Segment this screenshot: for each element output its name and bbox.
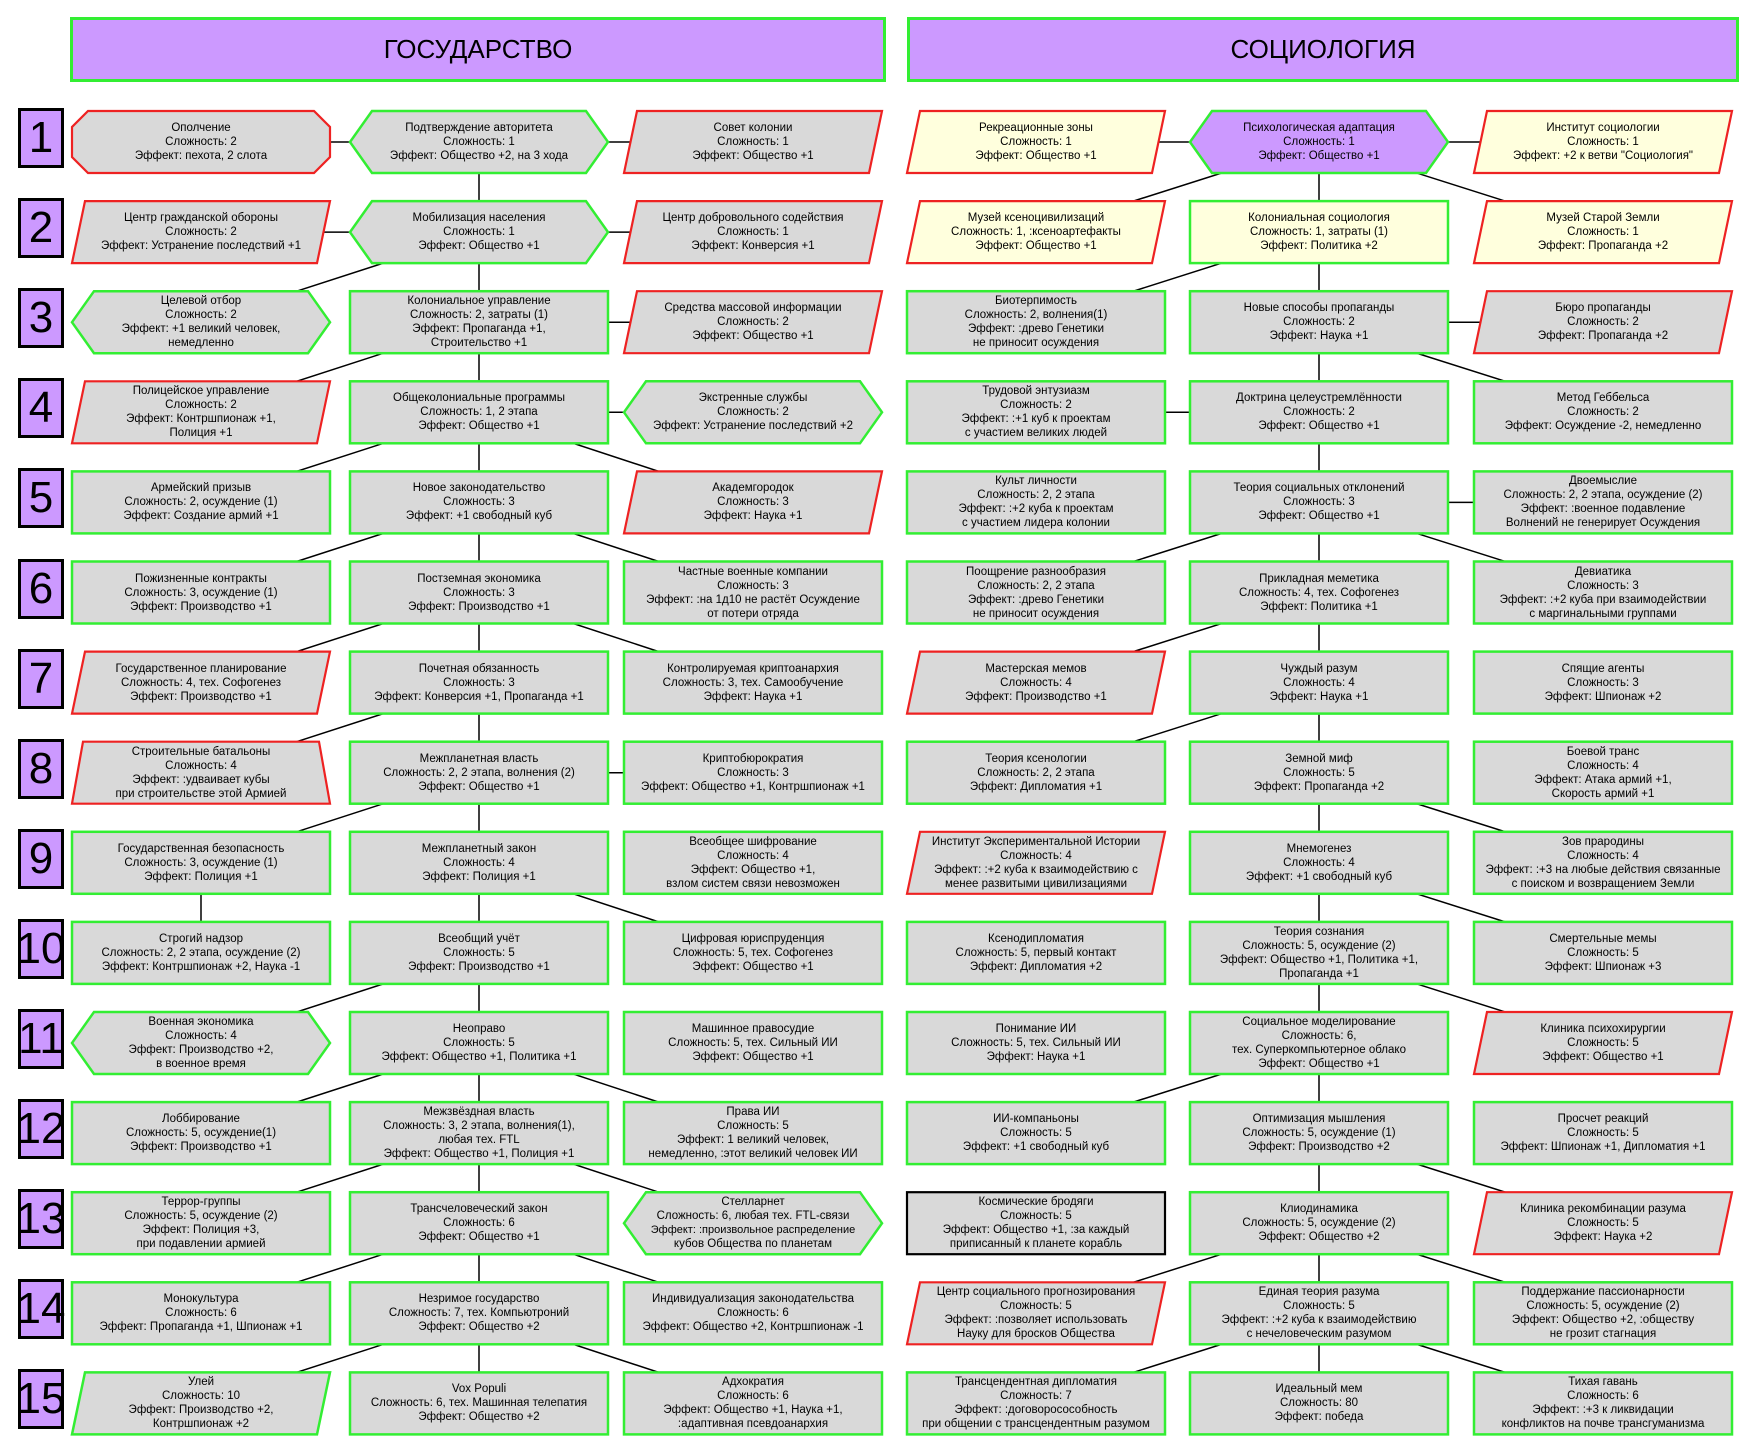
tech-node-shape[interactable]: [1472, 200, 1734, 265]
tech-node-shape[interactable]: [348, 470, 610, 535]
tech-node-shape[interactable]: [905, 289, 1167, 355]
tech-node-shape[interactable]: [1472, 1010, 1734, 1076]
tech-node-shape[interactable]: [1472, 740, 1734, 805]
tech-node-shape[interactable]: [1188, 1010, 1450, 1076]
tech-node-shape[interactable]: [348, 650, 610, 715]
tech-node-shape[interactable]: [70, 650, 332, 715]
tech-node-shape[interactable]: [70, 1281, 332, 1346]
tech-node-shape[interactable]: [622, 830, 884, 896]
tech-node-shape[interactable]: [1472, 1281, 1734, 1346]
tech-node-shape[interactable]: [905, 380, 1167, 445]
tech-node-shape[interactable]: [1188, 199, 1450, 265]
tech-node-shape[interactable]: [70, 470, 332, 535]
tech-node-shape[interactable]: [905, 1010, 1167, 1076]
tech-node-shape[interactable]: [1188, 109, 1450, 175]
tech-node-shape[interactable]: [905, 920, 1167, 986]
tech-node-shape[interactable]: [1472, 830, 1734, 896]
tech-node-shape[interactable]: [905, 650, 1167, 715]
tech-node-shape[interactable]: [622, 650, 884, 715]
tech-node-shape[interactable]: [1188, 1100, 1450, 1166]
tech-node-shape[interactable]: [70, 1010, 332, 1076]
tech-node-shape[interactable]: [1472, 109, 1734, 175]
tech-node-shape[interactable]: [348, 1371, 610, 1436]
tech-node-shape[interactable]: [622, 380, 884, 445]
tech-node-shape[interactable]: [348, 1281, 610, 1346]
tech-node-shape[interactable]: [70, 109, 332, 175]
tech-node-shape[interactable]: [70, 920, 332, 986]
tech-node-shape[interactable]: [622, 740, 884, 805]
tech-node-shape[interactable]: [348, 830, 610, 896]
tech-node-shape[interactable]: [70, 200, 332, 265]
tech-node-shape[interactable]: [905, 560, 1167, 625]
tech-node-shape[interactable]: [1188, 380, 1450, 445]
tech-node-shape[interactable]: [622, 920, 884, 986]
tech-node-shape[interactable]: [1472, 290, 1734, 355]
tech-node-shape[interactable]: [622, 290, 884, 355]
tech-node-shape[interactable]: [348, 740, 610, 805]
tech-node-shape[interactable]: [348, 1010, 610, 1076]
tech-node-shape[interactable]: [1472, 1371, 1734, 1436]
tech-node-shape[interactable]: [905, 1371, 1167, 1436]
tech-node-shape[interactable]: [348, 560, 610, 625]
tech-node-shape[interactable]: [70, 1371, 332, 1436]
tech-node-shape[interactable]: [1188, 560, 1450, 625]
tech-node-shape[interactable]: [348, 920, 610, 986]
tech-node-shape[interactable]: [70, 289, 332, 355]
tech-node-shape[interactable]: [622, 1100, 884, 1166]
tech-node-shape[interactable]: [348, 1100, 610, 1166]
tech-node-shape[interactable]: [905, 1281, 1167, 1346]
tech-node-shape[interactable]: [1472, 470, 1734, 535]
tech-node-shape[interactable]: [1472, 650, 1734, 715]
node-shapes: [70, 109, 1734, 1436]
tech-node-shape[interactable]: [622, 1190, 884, 1256]
tech-node-shape[interactable]: [1188, 1190, 1450, 1256]
tech-node-shape[interactable]: [70, 740, 332, 805]
tech-node-shape[interactable]: [348, 109, 610, 175]
tech-node-shape[interactable]: [622, 1010, 884, 1076]
tech-node-shape[interactable]: [1188, 830, 1450, 896]
tech-node-shape[interactable]: [622, 1281, 884, 1346]
tech-node-shape[interactable]: [348, 199, 610, 265]
tech-node-shape[interactable]: [1472, 1100, 1734, 1166]
tech-node-shape[interactable]: [1188, 470, 1450, 535]
tech-node-shape[interactable]: [905, 1100, 1167, 1166]
tech-node-shape[interactable]: [1188, 650, 1450, 715]
tech-node-shape[interactable]: [905, 740, 1167, 805]
tech-node-shape[interactable]: [348, 289, 610, 355]
tech-node-shape[interactable]: [70, 380, 332, 445]
tech-node-shape[interactable]: [622, 200, 884, 265]
tech-node-shape[interactable]: [905, 470, 1167, 535]
tech-node-shape[interactable]: [1188, 289, 1450, 355]
tech-node-shape[interactable]: [348, 380, 610, 445]
tech-node-shape[interactable]: [1472, 920, 1734, 986]
tech-node-shape[interactable]: [905, 200, 1167, 265]
tech-node-shape[interactable]: [70, 1100, 332, 1166]
tech-node-shape[interactable]: [1472, 560, 1734, 625]
tech-node-shape[interactable]: [70, 560, 332, 625]
tech-node-shape[interactable]: [905, 1191, 1167, 1256]
tech-node-shape[interactable]: [905, 830, 1167, 895]
tech-node-shape[interactable]: [622, 560, 884, 625]
tech-node-shape[interactable]: [905, 109, 1167, 175]
tech-node-shape[interactable]: [1188, 1281, 1450, 1346]
tech-node-shape[interactable]: [622, 470, 884, 535]
tech-node-shape[interactable]: [1472, 380, 1734, 445]
tech-node-shape[interactable]: [70, 1190, 332, 1256]
tech-node-shape[interactable]: [1472, 1191, 1734, 1256]
tech-node-shape[interactable]: [348, 1190, 610, 1256]
tech-node-shape[interactable]: [622, 1371, 884, 1436]
tech-node-shape[interactable]: [1188, 740, 1450, 805]
tech-node-shape[interactable]: [1188, 920, 1450, 986]
tech-node-shape[interactable]: [622, 109, 884, 175]
tech-node-shape[interactable]: [1188, 1371, 1450, 1436]
tech-node-shape[interactable]: [70, 830, 332, 896]
